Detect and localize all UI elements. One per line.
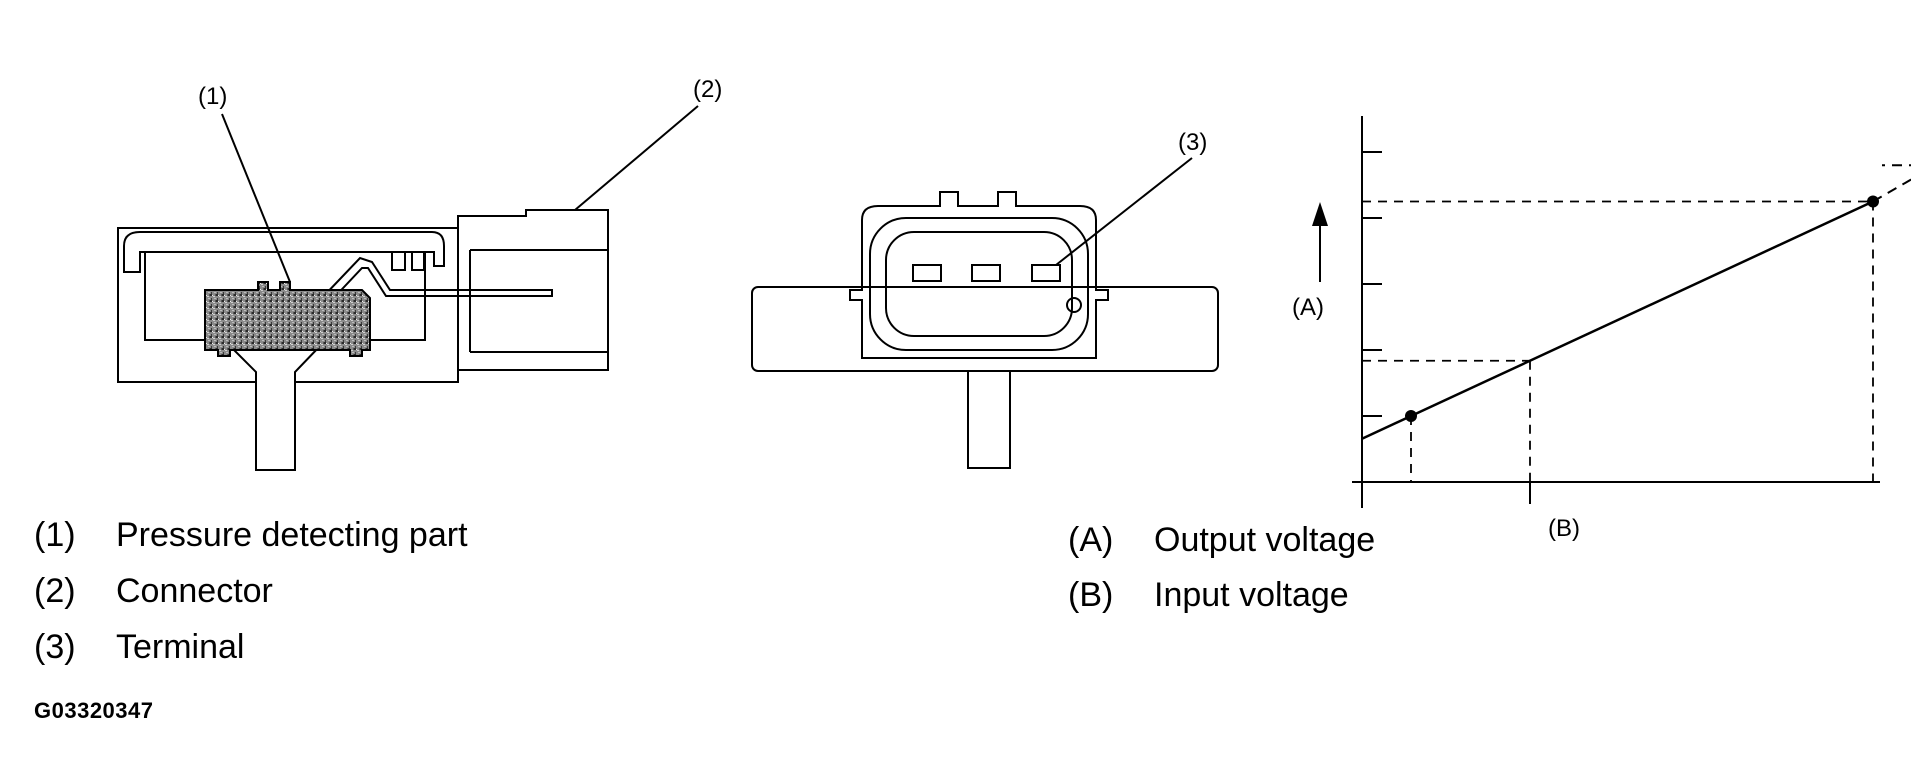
legend-text-b: Input voltage bbox=[1154, 576, 1349, 614]
legend-item-a: (A) Output voltage bbox=[1068, 521, 1375, 559]
sensor-standoff bbox=[391, 252, 406, 271]
legend-text-a: Output voltage bbox=[1154, 521, 1376, 559]
legend-key-1: (1) bbox=[34, 516, 76, 554]
leader-line-1 bbox=[221, 113, 291, 283]
y-axis-label: (A) bbox=[1292, 294, 1324, 321]
figure-code: G03320347 bbox=[34, 698, 154, 723]
characteristic-graph bbox=[1312, 116, 1911, 508]
pressure-detecting-chip bbox=[204, 281, 371, 357]
arrow-head-icon bbox=[1312, 202, 1328, 226]
characteristic-line bbox=[1361, 200, 1874, 440]
legend-key-a: (A) bbox=[1068, 521, 1114, 559]
callout-2: (2) bbox=[693, 76, 722, 103]
saturation-line bbox=[1872, 178, 1911, 203]
callout-1: (1) bbox=[198, 83, 227, 110]
pressure-port bbox=[229, 345, 321, 382]
leader-line-3 bbox=[1055, 157, 1193, 266]
terminal-1 bbox=[912, 264, 942, 282]
sensor-cross-section bbox=[117, 209, 609, 471]
sensor-cover bbox=[123, 231, 445, 273]
leader-line-2 bbox=[574, 105, 699, 211]
x-axis-label: (B) bbox=[1548, 515, 1580, 542]
legend-item-1: (1) Pressure detecting part bbox=[34, 516, 468, 554]
legend-text-1: Pressure detecting part bbox=[116, 516, 468, 554]
callout-3: (3) bbox=[1178, 129, 1207, 156]
legend-key-b: (B) bbox=[1068, 576, 1114, 614]
legend-text-2: Connector bbox=[116, 572, 273, 610]
terminal-pin bbox=[318, 256, 553, 306]
connector-base-plate bbox=[751, 286, 1219, 372]
terminal-2 bbox=[971, 264, 1001, 282]
sensor-standoff bbox=[411, 252, 425, 271]
connector-shroud-outer bbox=[869, 217, 1089, 351]
legend-item-3: (3) Terminal bbox=[34, 628, 244, 666]
data-point bbox=[1405, 410, 1417, 422]
legend-key-3: (3) bbox=[34, 628, 76, 666]
legend-item-b: (B) Input voltage bbox=[1068, 576, 1349, 614]
connector-front-view bbox=[751, 191, 1219, 469]
leader-lines bbox=[221, 105, 1193, 283]
terminal-3 bbox=[1031, 264, 1061, 282]
connector-shroud-inner bbox=[885, 231, 1073, 337]
data-point bbox=[1867, 195, 1879, 208]
connector-post bbox=[967, 371, 1011, 469]
connector-housing bbox=[849, 191, 1109, 359]
legend-text-3: Terminal bbox=[116, 628, 245, 666]
legend-item-2: (2) Connector bbox=[34, 572, 273, 610]
polarity-mark bbox=[1066, 297, 1082, 313]
legend-key-2: (2) bbox=[34, 572, 76, 610]
